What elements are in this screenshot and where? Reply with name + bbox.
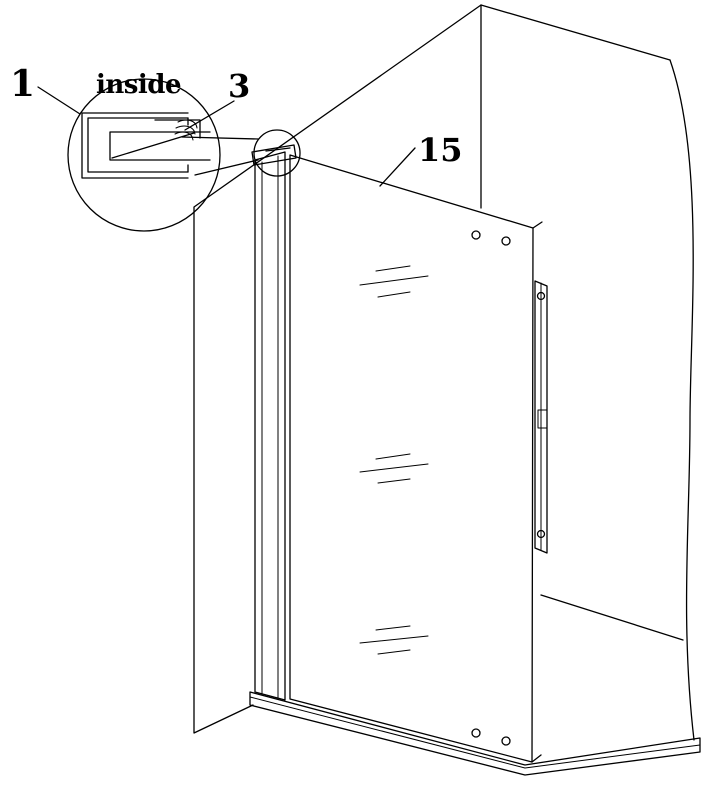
hinge-screws [471,230,511,746]
inside-label: inside [96,70,182,100]
callout-1: 1 [10,63,36,105]
callout-15: 15 [418,131,463,169]
door-panel [289,154,543,763]
leader-lines [37,86,416,187]
leader-line-15 [379,147,416,187]
shower-tray [249,691,701,776]
detail-magnifier [67,78,301,232]
left-wall [193,4,482,734]
fixed-panel [251,144,297,701]
door-handle [534,280,548,554]
leader-line-1 [37,86,81,115]
callout-3: 3 [228,67,251,105]
glass-reflection-marks [359,265,429,655]
right-wall [480,4,695,741]
leader-line-3 [184,100,235,131]
